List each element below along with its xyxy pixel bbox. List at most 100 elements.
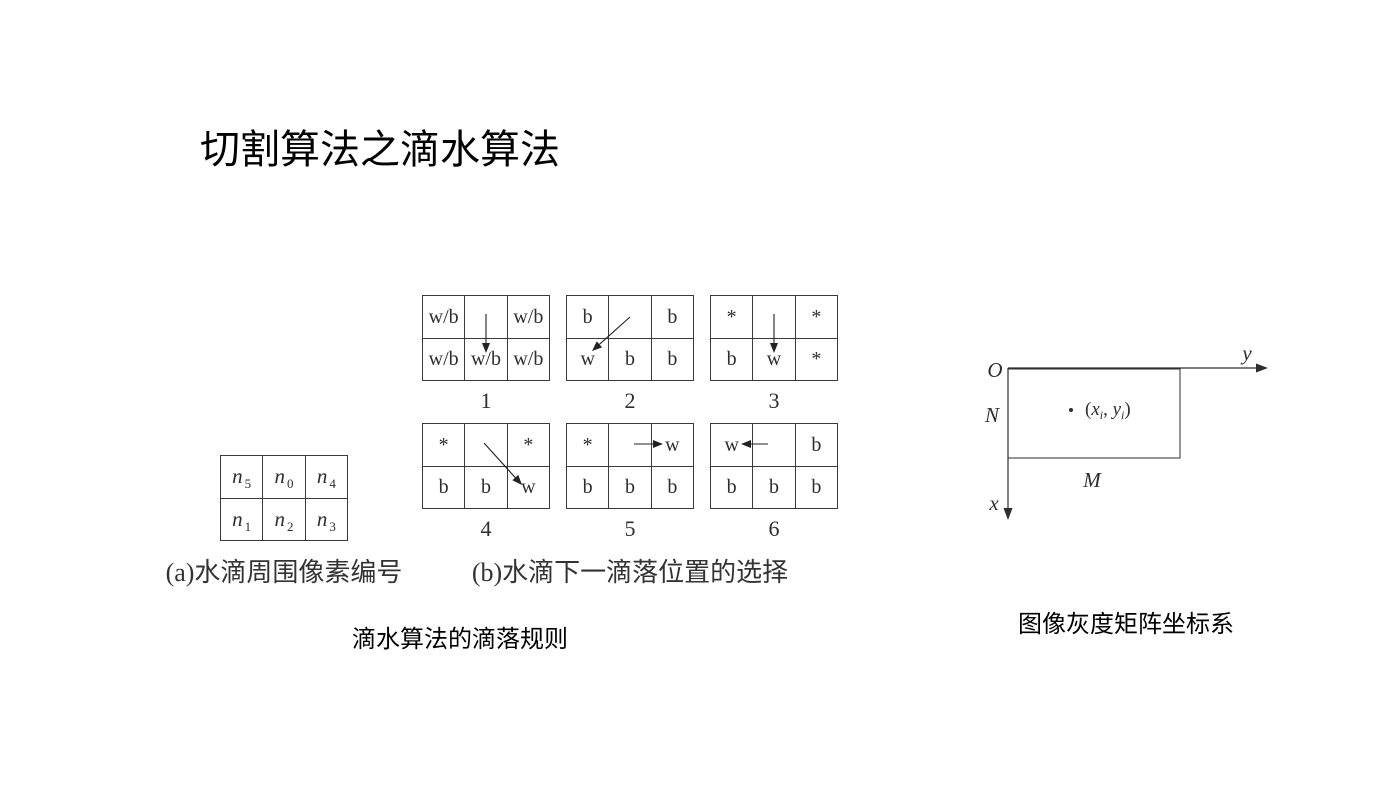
drop-rule-grid-5: * w b b b 5	[566, 423, 694, 543]
image-matrix-rect	[1007, 368, 1181, 459]
grid-cell: w	[711, 424, 753, 466]
grid-cell: w/b	[507, 296, 549, 338]
x-axis-label: x	[989, 491, 999, 515]
arrow-down-left-icon	[592, 316, 631, 351]
grid-cell: *	[795, 296, 837, 338]
pixel-label-base: n	[274, 506, 285, 531]
grid-cell: *	[711, 296, 753, 338]
coordinate-system: O y x N M (xi, yi)	[960, 340, 1280, 530]
point-label-x: x	[1091, 399, 1100, 420]
grid-cell: *	[507, 424, 549, 466]
grid-cell: b	[753, 466, 795, 508]
arrow-shaft	[483, 442, 516, 478]
grid-cell: *	[567, 424, 609, 466]
pixel-label-base: n	[316, 506, 328, 531]
arrow-overlay	[482, 314, 490, 353]
drop-rule-grid-4: * * b b w 4	[422, 423, 550, 543]
pixel-label-base: n	[316, 464, 328, 489]
grid-number-label: 1	[480, 388, 492, 413]
point-label: (xi, yi)	[1085, 398, 1131, 422]
grid-cell: w	[507, 466, 549, 508]
drop-rule-grid-3: * * b w * 3	[710, 295, 838, 415]
grid-cell: b	[795, 466, 837, 508]
grid-cell: b	[711, 338, 753, 380]
grid-cell: b	[711, 466, 753, 508]
grid-cell: b	[567, 296, 609, 338]
grid-cell	[609, 296, 651, 338]
arrow-head	[482, 343, 490, 353]
drop-rule-grid-1: w/b w/b w/b w/b w/b 1	[422, 295, 550, 415]
left-side-label: N	[984, 403, 1000, 427]
arrow-left-icon	[741, 440, 768, 448]
pixel-grid: w b b b b	[710, 423, 838, 509]
arrow-overlay	[770, 314, 778, 353]
point-label-separator: ,	[1103, 399, 1113, 420]
pixel-label-index: 2	[286, 518, 294, 534]
grid-number-label: 5	[624, 516, 636, 541]
arrow-head	[770, 343, 778, 353]
point-label-x-index: i	[1099, 408, 1104, 422]
grid-cell: b	[609, 466, 651, 508]
arrow-overlay	[741, 440, 768, 448]
point-label-close: )	[1124, 399, 1131, 420]
pixel-label-index: 1	[244, 518, 252, 534]
pixel-grid: * w b b b	[566, 423, 694, 509]
pixel-label-base: n	[232, 464, 243, 489]
grid-cell: b	[651, 466, 693, 508]
grid-cell: b	[423, 466, 465, 508]
arrow-head	[512, 474, 522, 485]
arrow-head	[741, 440, 751, 448]
grid-cell: b	[465, 466, 507, 508]
pixel-grid: * * b b w	[422, 423, 550, 509]
point-label-y-index: i	[1121, 408, 1125, 422]
drop-rule-grid-6: w b b b b 6	[710, 423, 838, 543]
grid-cell	[753, 424, 795, 466]
arrow-overlay	[483, 442, 522, 485]
grid-cell: b	[609, 338, 651, 380]
grid-cell: w/b	[507, 338, 549, 380]
pixel-label-base: n	[274, 464, 285, 489]
arrow-overlay	[634, 440, 663, 448]
arrow-down-icon	[770, 314, 778, 353]
slide-title: 切割算法之滴水算法	[200, 128, 560, 172]
pixel-label-index: 4	[329, 476, 336, 492]
arrow-overlay	[592, 316, 631, 351]
arrow-head	[592, 341, 603, 351]
pixel-label-index: 0	[286, 476, 294, 492]
grid-cell: w/b	[423, 338, 465, 380]
grid-cell: b	[795, 424, 837, 466]
grid-number-label: 4	[480, 516, 492, 541]
point-label-open: (	[1085, 399, 1092, 420]
y-axis-arrowhead	[1256, 363, 1268, 373]
pixel-grid: w/b w/b w/b w/b w/b	[422, 295, 550, 381]
grid-cell: b	[651, 338, 693, 380]
pixel-label-index: 5	[244, 476, 252, 492]
grid-cell	[609, 424, 651, 466]
pixel-label-base: n	[232, 506, 243, 531]
grid-cell: b	[651, 296, 693, 338]
grid-cell: b	[567, 466, 609, 508]
coordinate-axes	[1003, 363, 1268, 520]
arrow-down-right-icon	[483, 442, 522, 485]
arrow-head	[653, 440, 663, 448]
origin-label: O	[987, 358, 1003, 382]
pixel-label-index: 3	[329, 518, 336, 534]
point-label-y: y	[1112, 399, 1122, 420]
grid-cell: *	[423, 424, 465, 466]
drop-rule-grid-2: b b w b b 2	[566, 295, 694, 415]
point-marker	[1069, 408, 1073, 412]
caption-b: (b)水滴下一滴落位置的选择	[471, 558, 789, 587]
grid-cell: *	[795, 338, 837, 380]
